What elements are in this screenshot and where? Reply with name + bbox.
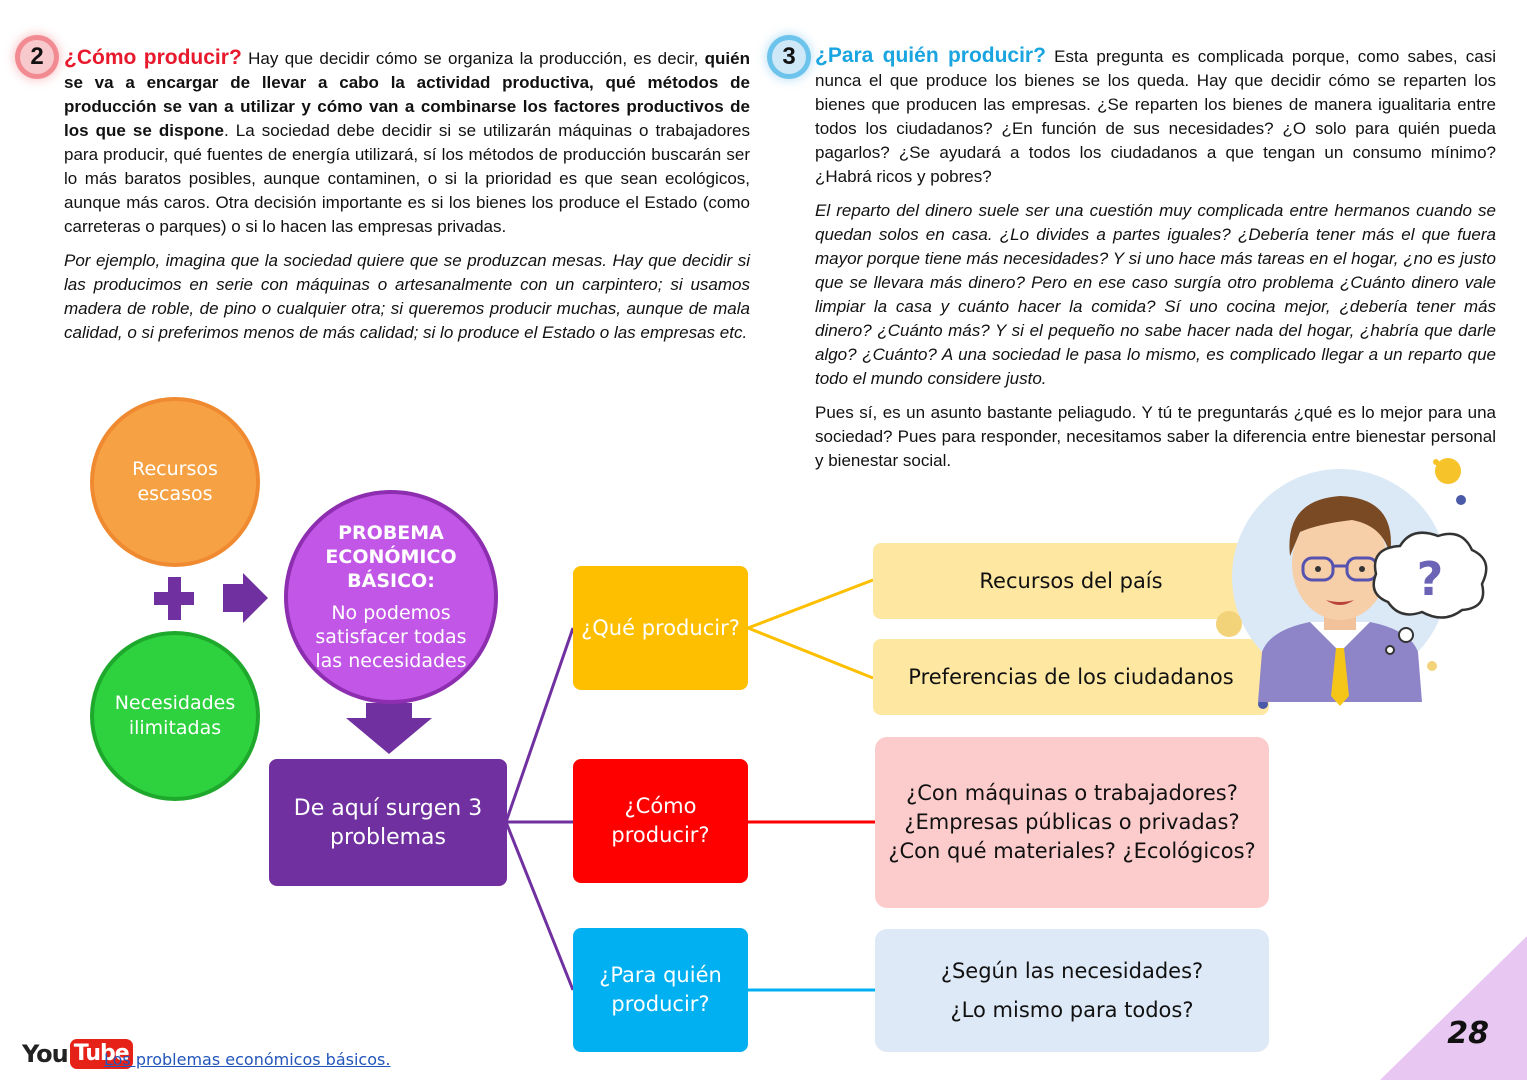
como-answer-1: ¿Con máquinas o trabajadores? xyxy=(906,781,1238,805)
necesidades-line-1: Necesidades xyxy=(114,692,236,714)
para-answers-box: ¿Según las necesidades? ¿Lo mismo para t… xyxy=(875,929,1269,1052)
youtube-logo[interactable]: You Tube xyxy=(22,1038,133,1070)
youtube-logo-tube: Tube xyxy=(69,1039,133,1069)
para-quien-producir-box: ¿Para quién producir? xyxy=(573,928,748,1052)
problema-body-1: No podemos xyxy=(331,602,451,624)
recursos-line-1: Recursos xyxy=(132,458,218,480)
tres-problemas-box: De aquí surgen 3 problemas xyxy=(269,759,507,886)
thinking-person-illustration: ? xyxy=(1216,458,1488,709)
para-line-1: ¿Para quién xyxy=(599,963,722,987)
section-3-intro: Esta pregunta es complicada porque, como… xyxy=(815,47,1496,186)
section-3-closing: Pues sí, es un asunto bastante peliagudo… xyxy=(815,403,1496,470)
section-3-text: ¿Para quién producir? Esta pregunta es c… xyxy=(815,44,1496,483)
page-corner-decoration xyxy=(1380,936,1527,1080)
surgen-line-1: De aquí surgen 3 xyxy=(293,795,483,821)
section-2-number-badge: 2 xyxy=(20,40,54,74)
section-3-title: ¿Para quién producir? xyxy=(815,44,1046,67)
section-2-bold-text: quién se va a encargar de llevar a cabo … xyxy=(64,49,750,140)
thought-bubble-small xyxy=(1398,627,1414,643)
recursos-escasos-circle: Recursos escasos xyxy=(90,397,260,567)
youtube-logo-you: You xyxy=(22,1040,69,1068)
problema-title-3: BÁSICO: xyxy=(347,570,435,592)
person-hair xyxy=(1289,496,1391,556)
person-eye-right xyxy=(1359,566,1365,572)
right-arrow-icon xyxy=(223,573,268,623)
connector-que xyxy=(504,627,575,823)
person-mouth xyxy=(1326,600,1354,605)
person-eye-left xyxy=(1315,566,1321,572)
necesidades-line-2: ilimitadas xyxy=(128,717,222,739)
decor-dot-small xyxy=(1433,459,1439,465)
problema-body-2: satisfacer todas xyxy=(315,626,467,648)
tie-icon xyxy=(1331,648,1349,706)
recursos-pais-box: Recursos del país xyxy=(873,543,1269,619)
como-line-2: producir? xyxy=(611,823,710,847)
surgen-line-2: problemas xyxy=(330,824,446,850)
necesidades-ilimitadas-circle: Necesidades ilimitadas xyxy=(90,631,260,801)
thought-bubble-tiny xyxy=(1385,645,1395,655)
glasses-left-icon xyxy=(1301,556,1335,582)
question-mark-icon: ? xyxy=(1417,552,1444,606)
section-2-rest: . La sociedad debe decidir si se utiliza… xyxy=(64,121,750,236)
recursos-line-2: escasos xyxy=(137,483,213,505)
thought-cloud-icon xyxy=(1372,531,1488,619)
section-2-title: ¿Cómo producir? xyxy=(64,46,242,69)
section-2-text: ¿Cómo producir? Hay que decidir cómo se … xyxy=(64,46,750,355)
para-line-2: producir? xyxy=(611,992,710,1016)
decor-dot-gold xyxy=(1216,611,1242,637)
preferencias-box: Preferencias de los ciudadanos xyxy=(873,639,1269,715)
decor-dot-pale xyxy=(1427,661,1437,671)
como-producir-box: ¿Cómo producir? xyxy=(573,759,748,883)
como-line-1: ¿Cómo xyxy=(624,794,697,818)
person-face xyxy=(1292,508,1388,620)
como-answers-box: ¿Con máquinas o trabajadores? ¿Empresas … xyxy=(875,737,1269,908)
plus-icon-v xyxy=(168,577,181,620)
youtube-video-link[interactable]: Los problemas económicos básicos. xyxy=(104,1050,391,1069)
como-answer-2: ¿Empresas públicas o privadas? xyxy=(904,810,1240,834)
section-3-example: El reparto del dinero suele ser una cues… xyxy=(815,201,1496,388)
que-producir-label: ¿Qué producir? xyxy=(581,616,740,640)
para-answer-1: ¿Según las necesidades? xyxy=(940,958,1204,983)
section-3-number-badge: 3 xyxy=(772,40,806,74)
down-arrow-icon xyxy=(346,703,432,754)
problema-economico-circle: PROBEMA ECONÓMICO BÁSICO: No podemos sat… xyxy=(284,490,498,704)
connector-recursos-pais xyxy=(747,578,874,630)
page-number: 28 xyxy=(1447,1016,1489,1051)
para-answer-2: ¿Lo mismo para todos? xyxy=(950,997,1194,1022)
problema-body-3: las necesidades xyxy=(315,650,467,672)
connector-preferencias xyxy=(747,626,874,680)
decor-dot-yellow xyxy=(1435,458,1461,484)
section-2-intro: Hay que decidir cómo se organiza la prod… xyxy=(248,49,699,68)
problema-title-2: ECONÓMICO xyxy=(325,546,457,568)
como-answer-3: ¿Con qué materiales? ¿Ecológicos? xyxy=(888,839,1256,863)
preferencias-label: Preferencias de los ciudadanos xyxy=(908,665,1234,689)
connector-para xyxy=(504,821,575,991)
recursos-pais-label: Recursos del país xyxy=(979,569,1163,593)
decor-dot-blue xyxy=(1456,495,1466,505)
que-producir-box: ¿Qué producir? xyxy=(573,566,748,690)
problema-title-1: PROBEMA xyxy=(338,522,444,544)
section-2-example: Por ejemplo, imagina que la sociedad qui… xyxy=(64,251,750,342)
page-corner-triangle xyxy=(1380,936,1527,1080)
